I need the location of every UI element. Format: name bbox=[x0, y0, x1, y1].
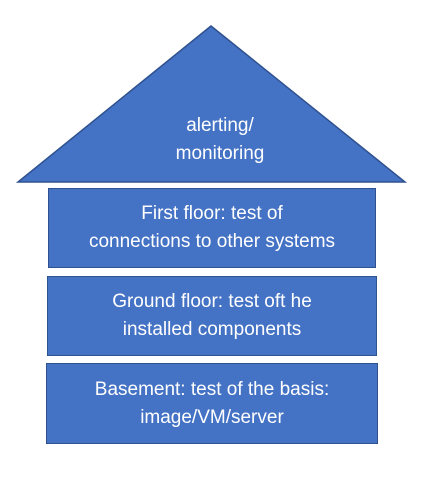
basement-line-2: image/VM/server bbox=[140, 406, 284, 428]
first-floor-line-2: connections to other systems bbox=[88, 231, 336, 252]
roof-triangle bbox=[15, 25, 408, 183]
basement-box: Basement: test of the basis: image/VM/se… bbox=[46, 363, 378, 444]
ground-floor-line-2: installed components bbox=[122, 319, 302, 340]
first-floor-line-1: First floor: test of bbox=[141, 203, 283, 224]
roof-label-line-1: alerting/ bbox=[186, 115, 254, 136]
roof-shape bbox=[15, 25, 408, 183]
basement-line-1: Basement: test of the basis: bbox=[94, 378, 330, 400]
roof-label: alerting/ monitoring bbox=[120, 112, 320, 168]
first-floor-box: First floor: test of connections to othe… bbox=[48, 188, 376, 268]
roof-label-line-2: monitoring bbox=[175, 143, 265, 164]
ground-floor-line-1: Ground floor: test oft he bbox=[112, 291, 312, 312]
ground-floor-box: Ground floor: test oft he installed comp… bbox=[47, 276, 377, 356]
